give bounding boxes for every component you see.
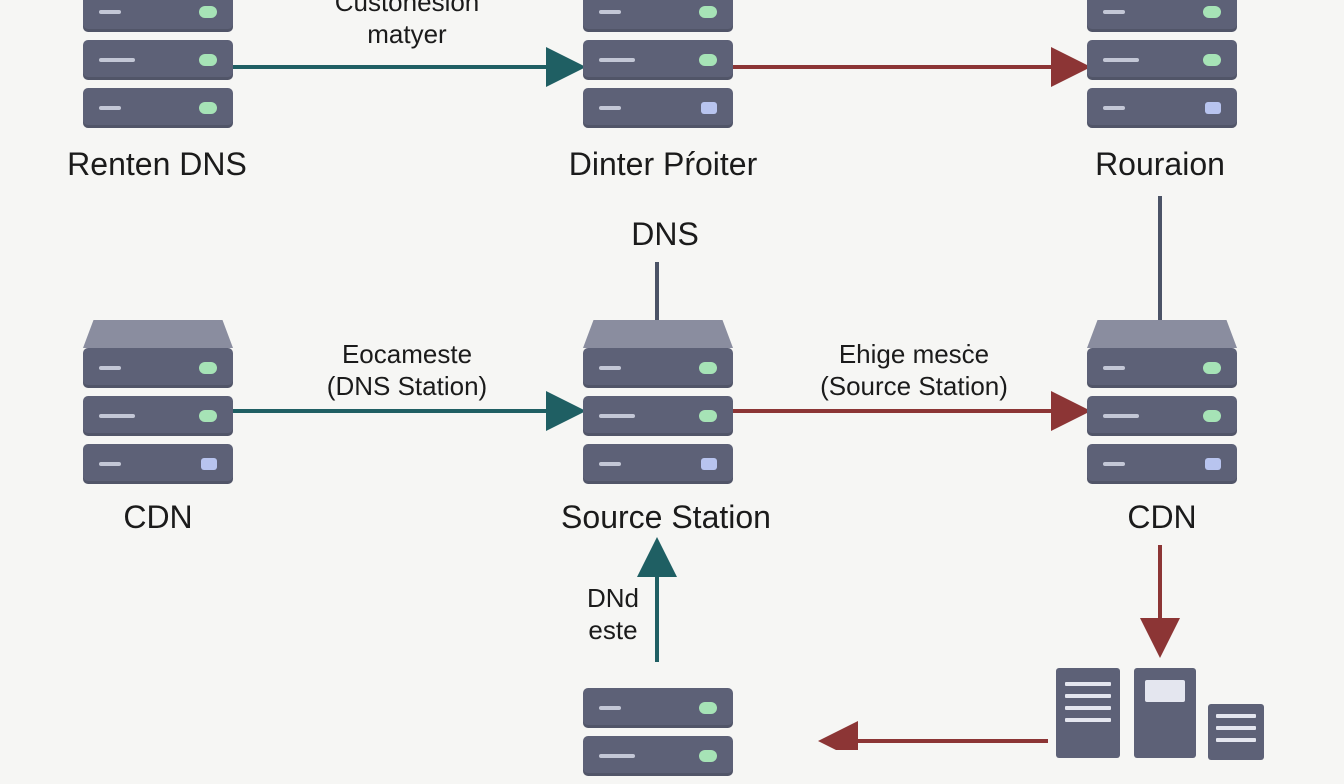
edge-label-bottom-up: DNd este xyxy=(587,582,639,646)
label-cdn-left: CDN xyxy=(123,499,193,535)
server-cdn-right xyxy=(1087,320,1237,492)
server-bottom xyxy=(583,688,733,784)
label-rouraion: Rouraion xyxy=(1095,146,1225,182)
connector-layer xyxy=(232,47,1180,750)
client-tower-2 xyxy=(1134,668,1196,758)
edge-label-mid-right-text: Ehige mesċe (Source Station) xyxy=(820,339,1008,401)
edge-label-mid-left-text: Eocameste (DNS Station) xyxy=(326,339,488,401)
edge-label-mid-left: Eocameste (DNS Station) xyxy=(327,338,487,402)
edge-label-mid-right: Ehige mesċe (Source Station) xyxy=(820,338,1008,402)
server-cdn-left xyxy=(83,320,233,492)
edge-label-top-left: Custonesion matyer xyxy=(335,0,480,50)
label-dns: DNS xyxy=(631,216,699,252)
client-tower-3 xyxy=(1208,704,1264,760)
label-renten-dns: Renten DNS xyxy=(67,146,247,182)
server-rouraion xyxy=(1087,0,1237,136)
client-tower-1 xyxy=(1056,668,1120,758)
label-dinter-proiter: Dinter Pŕoiter xyxy=(568,146,758,182)
label-source-station: Source Station xyxy=(561,499,771,535)
server-renten-dns xyxy=(83,0,233,136)
server-dinter-proiter xyxy=(583,0,733,136)
edge-label-top-left-text: Custonesion matyer xyxy=(334,0,480,49)
edge-label-bottom-up-text: DNd este xyxy=(586,583,640,645)
server-source-station xyxy=(583,320,733,492)
label-cdn-right: CDN xyxy=(1127,499,1197,535)
